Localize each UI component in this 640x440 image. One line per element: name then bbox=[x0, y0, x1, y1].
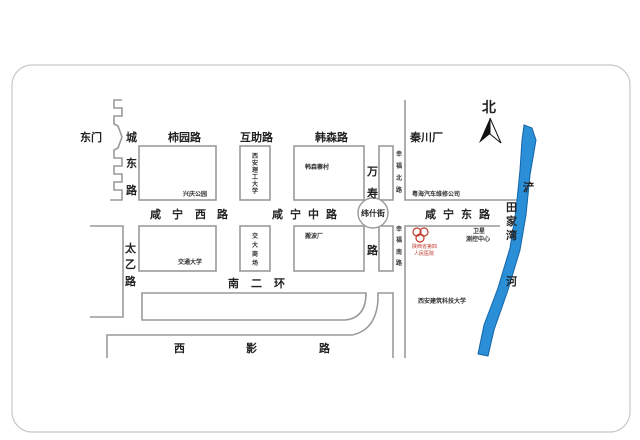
svg-text:南: 南 bbox=[396, 248, 402, 256]
label-yuehai: 粤海汽车维修公司 bbox=[412, 190, 460, 198]
label-satellite-2: 测控中心 bbox=[466, 235, 490, 243]
block-bangbo bbox=[293, 225, 365, 272]
label-hansen: 韩森路 bbox=[315, 130, 349, 144]
label-jiaoda-mall: 交 大 商 场 bbox=[252, 232, 258, 267]
svg-text:幸: 幸 bbox=[396, 150, 402, 158]
svg-text:西: 西 bbox=[252, 152, 258, 160]
north-label: 北 bbox=[482, 100, 496, 116]
block-jiaoda-mall bbox=[239, 225, 271, 272]
block-xingfu-north bbox=[378, 145, 394, 201]
svg-text:宁: 宁 bbox=[443, 207, 454, 221]
svg-text:路: 路 bbox=[319, 341, 331, 355]
label-huzhu: 互助路 bbox=[240, 130, 274, 144]
road-east-edges bbox=[404, 100, 520, 358]
label-taiyi: 太 乙 路 bbox=[124, 241, 137, 288]
svg-text:路: 路 bbox=[125, 274, 137, 288]
label-xaut: 西 安 理 工 大 学 bbox=[252, 152, 258, 195]
label-tianjiawan: 田 家 湾 bbox=[506, 201, 518, 242]
label-bangbo: 搬波厂 bbox=[305, 232, 323, 240]
block-jiaotong bbox=[138, 225, 217, 272]
label-weishijie: 纬什街 bbox=[361, 208, 385, 218]
label-xingqing-park: 兴庆公园 bbox=[183, 190, 207, 198]
label-xianning-mid: 咸 宁 中 路 bbox=[272, 207, 338, 221]
svg-text:宁: 宁 bbox=[172, 207, 183, 221]
svg-text:商: 商 bbox=[252, 250, 258, 258]
label-wanshou-3: 路 bbox=[367, 243, 379, 257]
svg-text:幸: 幸 bbox=[396, 225, 402, 233]
label-hospital-1: 陕西省第四 bbox=[412, 243, 437, 250]
hospital-logo-icon bbox=[412, 227, 429, 243]
label-nanerhuan: 南 二 环 bbox=[228, 276, 285, 290]
label-xingfu-south: 幸 福 南 路 bbox=[395, 225, 403, 267]
svg-text:东: 东 bbox=[461, 207, 472, 221]
svg-text:西: 西 bbox=[174, 342, 185, 355]
svg-text:乙: 乙 bbox=[125, 258, 136, 271]
block-xingfu-south bbox=[378, 225, 394, 272]
label-hospital-2: 人民医院 bbox=[414, 250, 434, 257]
block-hansenzhai bbox=[293, 145, 365, 201]
svg-text:咸: 咸 bbox=[425, 207, 436, 221]
road-xiying-edge bbox=[106, 292, 394, 358]
label-river-1: 浐 bbox=[523, 180, 534, 194]
block-xaut bbox=[239, 145, 271, 201]
label-satellite-1: 卫星 bbox=[473, 227, 485, 235]
svg-text:交: 交 bbox=[252, 232, 258, 240]
label-xauat: 西安建筑科技大学 bbox=[418, 297, 466, 305]
block-west bbox=[90, 225, 124, 318]
north-arrow-icon bbox=[479, 117, 502, 144]
svg-text:咸: 咸 bbox=[272, 207, 283, 221]
label-jiaotong-univ: 交通大学 bbox=[178, 258, 202, 266]
svg-text:福: 福 bbox=[395, 162, 402, 170]
svg-text:咸: 咸 bbox=[150, 207, 161, 221]
svg-text:大: 大 bbox=[252, 180, 258, 188]
svg-text:工: 工 bbox=[252, 174, 258, 181]
label-qinchuan: 秦川厂 bbox=[409, 130, 443, 144]
svg-text:场: 场 bbox=[252, 259, 258, 267]
svg-text:家: 家 bbox=[506, 214, 518, 228]
label-chengdong-3: 路 bbox=[126, 183, 138, 197]
svg-text:北: 北 bbox=[396, 174, 402, 182]
svg-text:二: 二 bbox=[251, 277, 262, 290]
block-nanerhuan bbox=[141, 292, 367, 321]
svg-text:影: 影 bbox=[246, 341, 257, 355]
city-wall bbox=[110, 99, 123, 201]
weishijie-circle bbox=[357, 197, 389, 229]
svg-text:安: 安 bbox=[252, 159, 258, 167]
label-chengdong-2: 东 bbox=[126, 156, 137, 170]
svg-text:太: 太 bbox=[124, 241, 137, 255]
svg-text:田: 田 bbox=[506, 201, 517, 214]
label-xingfu-north: 幸 福 北 路 bbox=[395, 150, 403, 194]
label-wanshou-2: 寿 bbox=[367, 186, 378, 200]
label-river-2: 河 bbox=[506, 274, 517, 288]
svg-text:路: 路 bbox=[326, 207, 338, 221]
svg-text:西: 西 bbox=[195, 208, 206, 221]
label-dongmen: 东门 bbox=[80, 130, 102, 144]
svg-text:环: 环 bbox=[274, 277, 285, 290]
svg-text:南: 南 bbox=[228, 276, 239, 290]
svg-text:路: 路 bbox=[217, 207, 229, 221]
svg-text:理: 理 bbox=[252, 166, 258, 174]
label-chengdong-1: 城 bbox=[126, 130, 137, 144]
chan-river bbox=[477, 124, 537, 357]
svg-text:宁: 宁 bbox=[290, 207, 301, 221]
label-xianning-east: 咸 宁 东 路 bbox=[425, 207, 491, 221]
block-xingqing-park bbox=[138, 145, 217, 201]
label-xiying: 西 影 路 bbox=[174, 341, 331, 355]
svg-text:中: 中 bbox=[308, 207, 319, 221]
label-xianning-west: 咸 宁 西 路 bbox=[150, 207, 229, 221]
svg-text:路: 路 bbox=[396, 259, 403, 267]
svg-text:学: 学 bbox=[252, 187, 258, 195]
label-shiyuan: 柿园路 bbox=[168, 130, 202, 144]
svg-text:大: 大 bbox=[252, 241, 258, 249]
label-hansenzhai: 韩森寨村 bbox=[305, 163, 329, 171]
svg-text:福: 福 bbox=[395, 236, 402, 244]
label-wanshou-1: 万 bbox=[366, 165, 378, 178]
svg-text:湾: 湾 bbox=[506, 228, 517, 242]
svg-text:路: 路 bbox=[396, 186, 403, 194]
svg-text:路: 路 bbox=[479, 207, 491, 221]
